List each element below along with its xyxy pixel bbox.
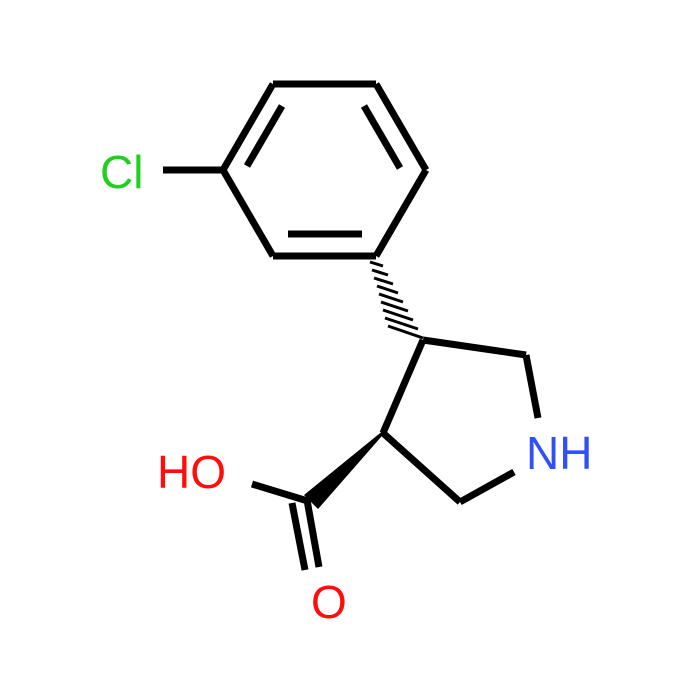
bond-c2-c3 [380, 430, 463, 505]
solid-wedge-bond [304, 429, 385, 509]
carbonyl-oxygen-label: O [311, 576, 347, 628]
hashed-wedge-bond [369, 260, 424, 340]
hash-line [376, 284, 399, 295]
benzene-ring [219, 80, 430, 260]
hash-line [380, 300, 409, 313]
hydroxyl-label: HO [157, 446, 226, 498]
hash-line [382, 308, 414, 322]
bond-ring-inner-right [360, 104, 404, 170]
bond-c-oh [250, 480, 313, 506]
bond-ring-lower-left [219, 168, 277, 258]
amine-label: NH [526, 427, 592, 479]
hash-line [369, 260, 384, 268]
hash-line [378, 292, 404, 304]
bond-ring-lower-right [372, 168, 430, 258]
bond-ring-upper-right [372, 82, 430, 172]
hash-line [371, 268, 389, 277]
pyrrolidine-ring [379, 336, 542, 506]
bond-ring-inner-upper-left [243, 104, 286, 168]
chlorine-label: Cl [100, 146, 143, 198]
bond-ring-upper-left [219, 82, 277, 172]
bond-n-c2 [458, 468, 516, 506]
bond-c3-c4 [379, 338, 427, 435]
bond-c-o-double-2 [288, 502, 309, 571]
hash-line [373, 276, 394, 286]
hash-line [387, 324, 424, 340]
hash-line [384, 316, 419, 331]
bond-c4-c5 [422, 336, 527, 359]
bond-c-o-double-1 [303, 499, 323, 568]
bond-c5-n [522, 354, 542, 419]
